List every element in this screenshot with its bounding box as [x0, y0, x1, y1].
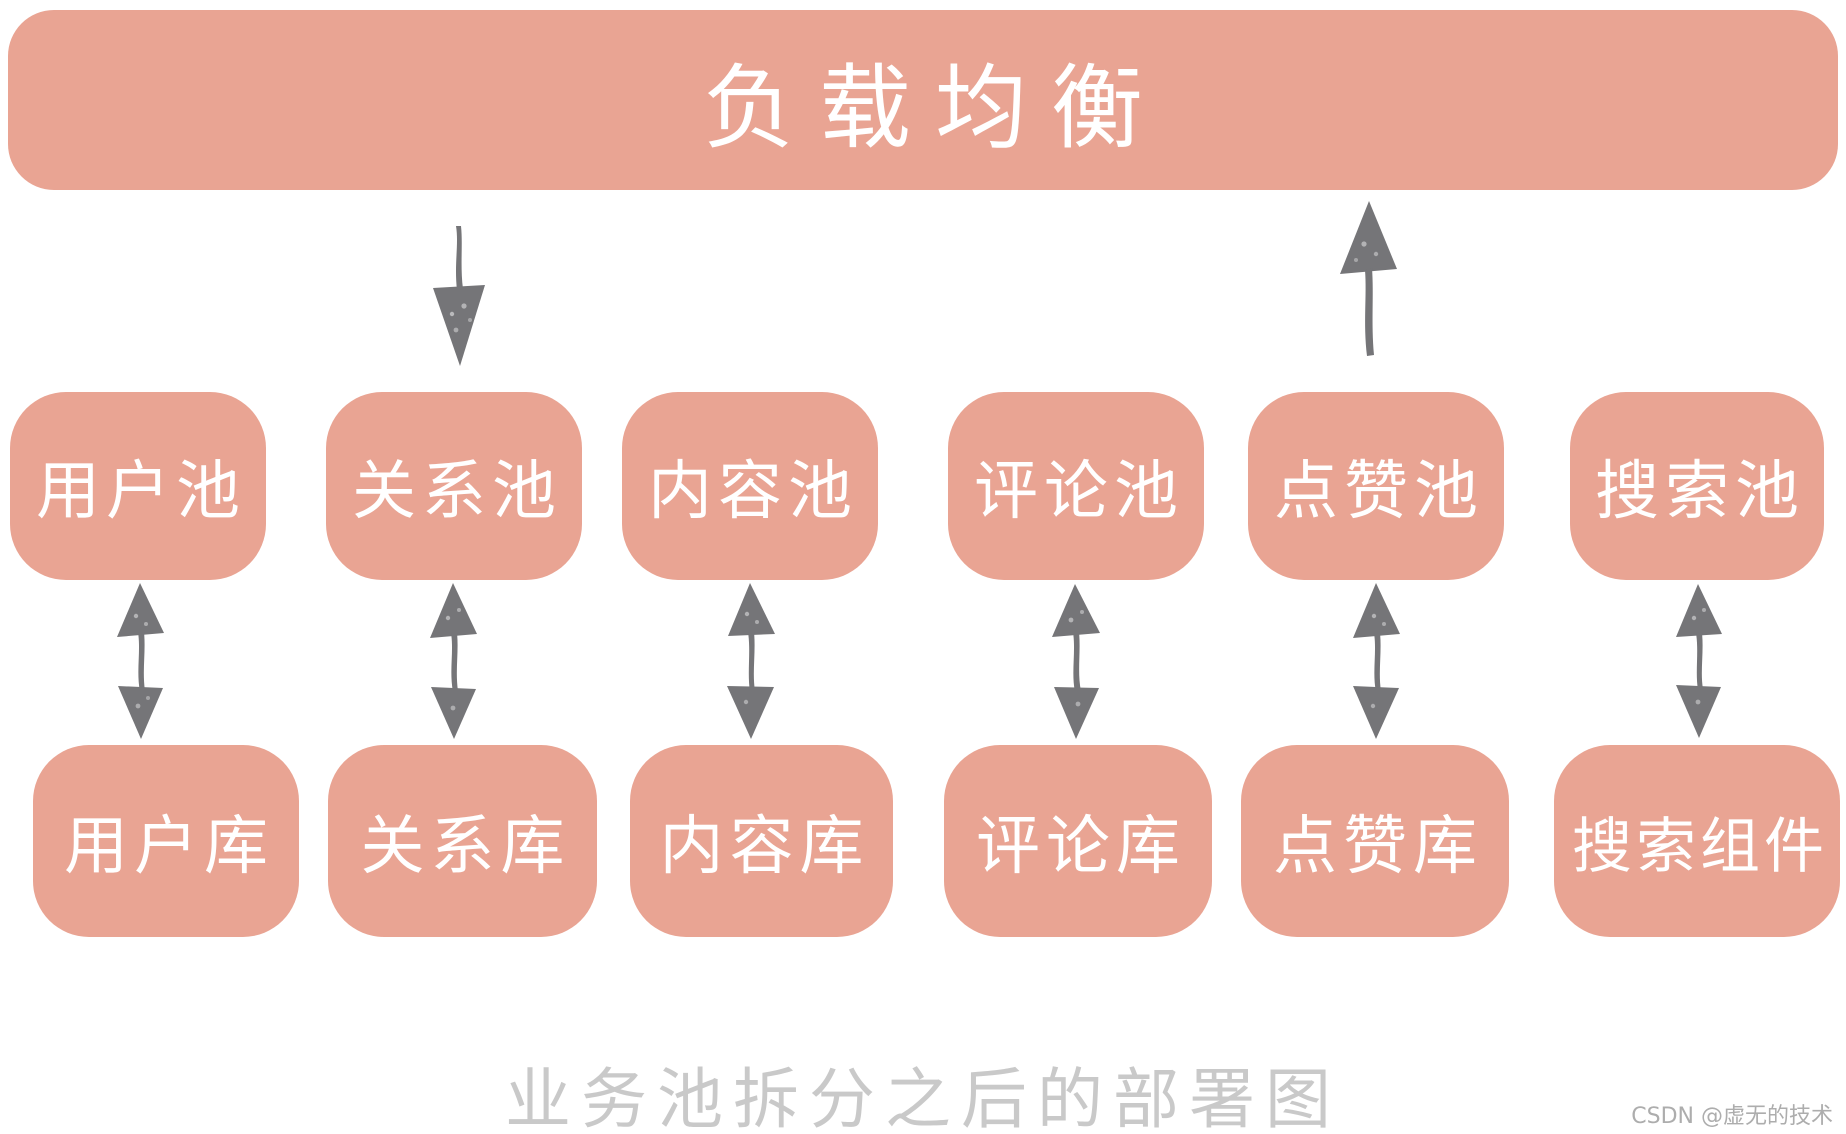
csdn-watermark: CSDN @虚无的技术 — [1631, 1104, 1833, 1129]
node-relation-store: 关系库 — [328, 745, 597, 937]
node-user-store: 用户库 — [33, 745, 299, 937]
node-relation-pool: 关系池 — [326, 392, 582, 580]
arrow-updown-icon — [426, 580, 482, 742]
node-load-balancer: 负载均衡 — [8, 10, 1838, 190]
node-label: 内容池 — [648, 455, 858, 529]
node-label: 搜索组件 — [1572, 811, 1828, 882]
node-search-pool: 搜索池 — [1570, 392, 1824, 580]
node-like-pool: 点赞池 — [1248, 392, 1504, 580]
arrow-updown-icon — [1348, 580, 1404, 742]
node-label: 评论池 — [974, 455, 1184, 529]
arrow-updown-icon — [1670, 580, 1726, 742]
node-label: 用户池 — [36, 455, 246, 529]
node-label: 关系池 — [352, 455, 562, 529]
node-label: 搜索池 — [1595, 455, 1805, 529]
node-label: 关系库 — [360, 810, 571, 884]
arrow-up-icon — [1336, 198, 1400, 360]
load-balancer-label: 负载均衡 — [702, 54, 1167, 162]
node-content-pool: 内容池 — [622, 392, 878, 580]
arrow-updown-icon — [112, 580, 168, 742]
arrow-updown-icon — [1048, 580, 1104, 742]
node-label: 点赞库 — [1273, 810, 1483, 884]
arrow-updown-icon — [722, 580, 778, 742]
diagram-caption: 业务池拆分之后的部署图 — [505, 1061, 1341, 1134]
node-content-store: 内容库 — [630, 745, 893, 937]
node-label: 点赞池 — [1274, 455, 1484, 529]
node-like-store: 点赞库 — [1241, 745, 1509, 937]
node-comment-store: 评论库 — [944, 745, 1212, 937]
node-label: 内容库 — [659, 810, 870, 884]
arrow-down-icon — [426, 222, 490, 370]
node-label: 评论库 — [976, 810, 1186, 884]
node-user-pool: 用户池 — [10, 392, 266, 580]
node-label: 用户库 — [64, 810, 274, 884]
node-comment-pool: 评论池 — [948, 392, 1204, 580]
node-search-component: 搜索组件 — [1554, 745, 1840, 937]
